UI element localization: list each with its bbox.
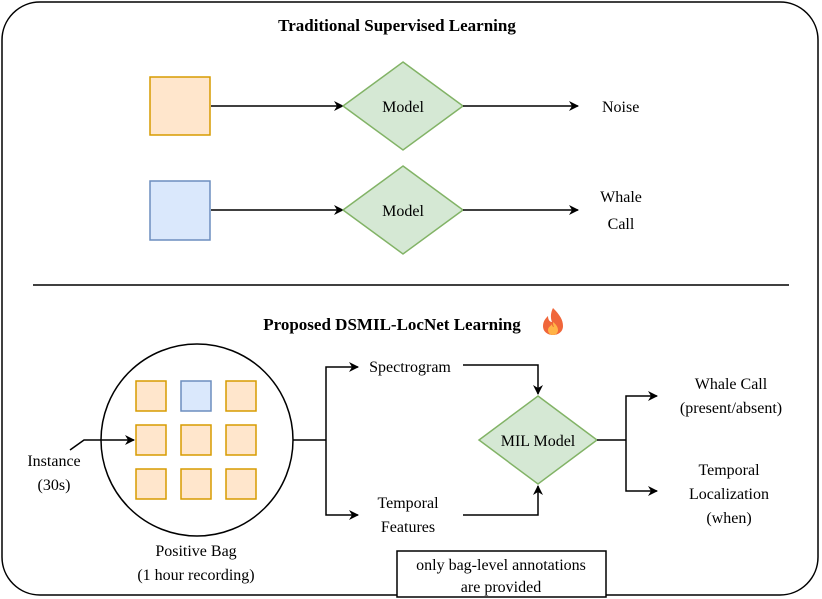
- output-localization-line2: Localization: [689, 486, 769, 503]
- model-label-2: Model: [382, 203, 424, 220]
- instance-square: [225, 424, 257, 456]
- arrow-to-localization-output: [625, 440, 658, 496]
- output-whale-call-line1: Whale: [600, 189, 642, 206]
- bag-label-line2: (1 hour recording): [137, 567, 254, 584]
- output-whale-call-present-line1: Whale Call: [695, 376, 768, 393]
- mil-model-label: MIL Model: [501, 433, 576, 450]
- arrow-spectrogram-to-mil: [463, 364, 543, 395]
- model-diamond-2: [341, 165, 465, 255]
- arrow-to-temporal-features: [325, 440, 359, 520]
- orange-input-square: [149, 76, 211, 136]
- model-label-1: Model: [382, 99, 424, 116]
- instance-arrow: [69, 435, 135, 451]
- instance-square: [225, 380, 257, 412]
- arrow-to-spectrogram: [325, 362, 359, 440]
- temporal-features-line1: Temporal: [377, 495, 439, 512]
- annotation-note-line2: are provided: [461, 579, 541, 596]
- output-localization-line1: Temporal: [698, 462, 760, 479]
- annotation-note-line1: only bag-level annotations: [416, 557, 586, 574]
- instance-square-blue: [180, 380, 212, 412]
- annotation-note-box: [396, 550, 607, 598]
- instance-square: [135, 468, 167, 500]
- output-whale-call-line2: Call: [608, 216, 635, 233]
- bag-label-line1: Positive Bag: [155, 543, 236, 560]
- arrow-to-whale-call-output: [625, 391, 658, 440]
- model-diamond-1: [341, 61, 465, 151]
- output-noise: Noise: [602, 99, 639, 116]
- instance-square: [225, 468, 257, 500]
- mil-model-diamond: [477, 395, 599, 485]
- instance-square: [135, 380, 167, 412]
- output-whale-call-present-line2: (present/absent): [680, 400, 782, 417]
- instance-square: [180, 468, 212, 500]
- instance-square: [180, 424, 212, 456]
- bottom-section-title: Proposed DSMIL-LocNet Learning: [263, 315, 521, 334]
- temporal-features-line2: Features: [381, 519, 435, 536]
- fire-icon: [543, 308, 563, 335]
- output-localization-line3: (when): [706, 510, 751, 527]
- spectrogram-label: Spectrogram: [369, 359, 451, 376]
- instance-label-line1: Instance: [27, 453, 80, 470]
- instance-label-line2: (30s): [38, 477, 71, 494]
- instance-square: [135, 424, 167, 456]
- blue-input-square: [149, 180, 211, 241]
- top-section-title: Traditional Supervised Learning: [278, 16, 516, 35]
- arrow-features-to-mil: [463, 485, 543, 516]
- instance-grid: [135, 380, 257, 500]
